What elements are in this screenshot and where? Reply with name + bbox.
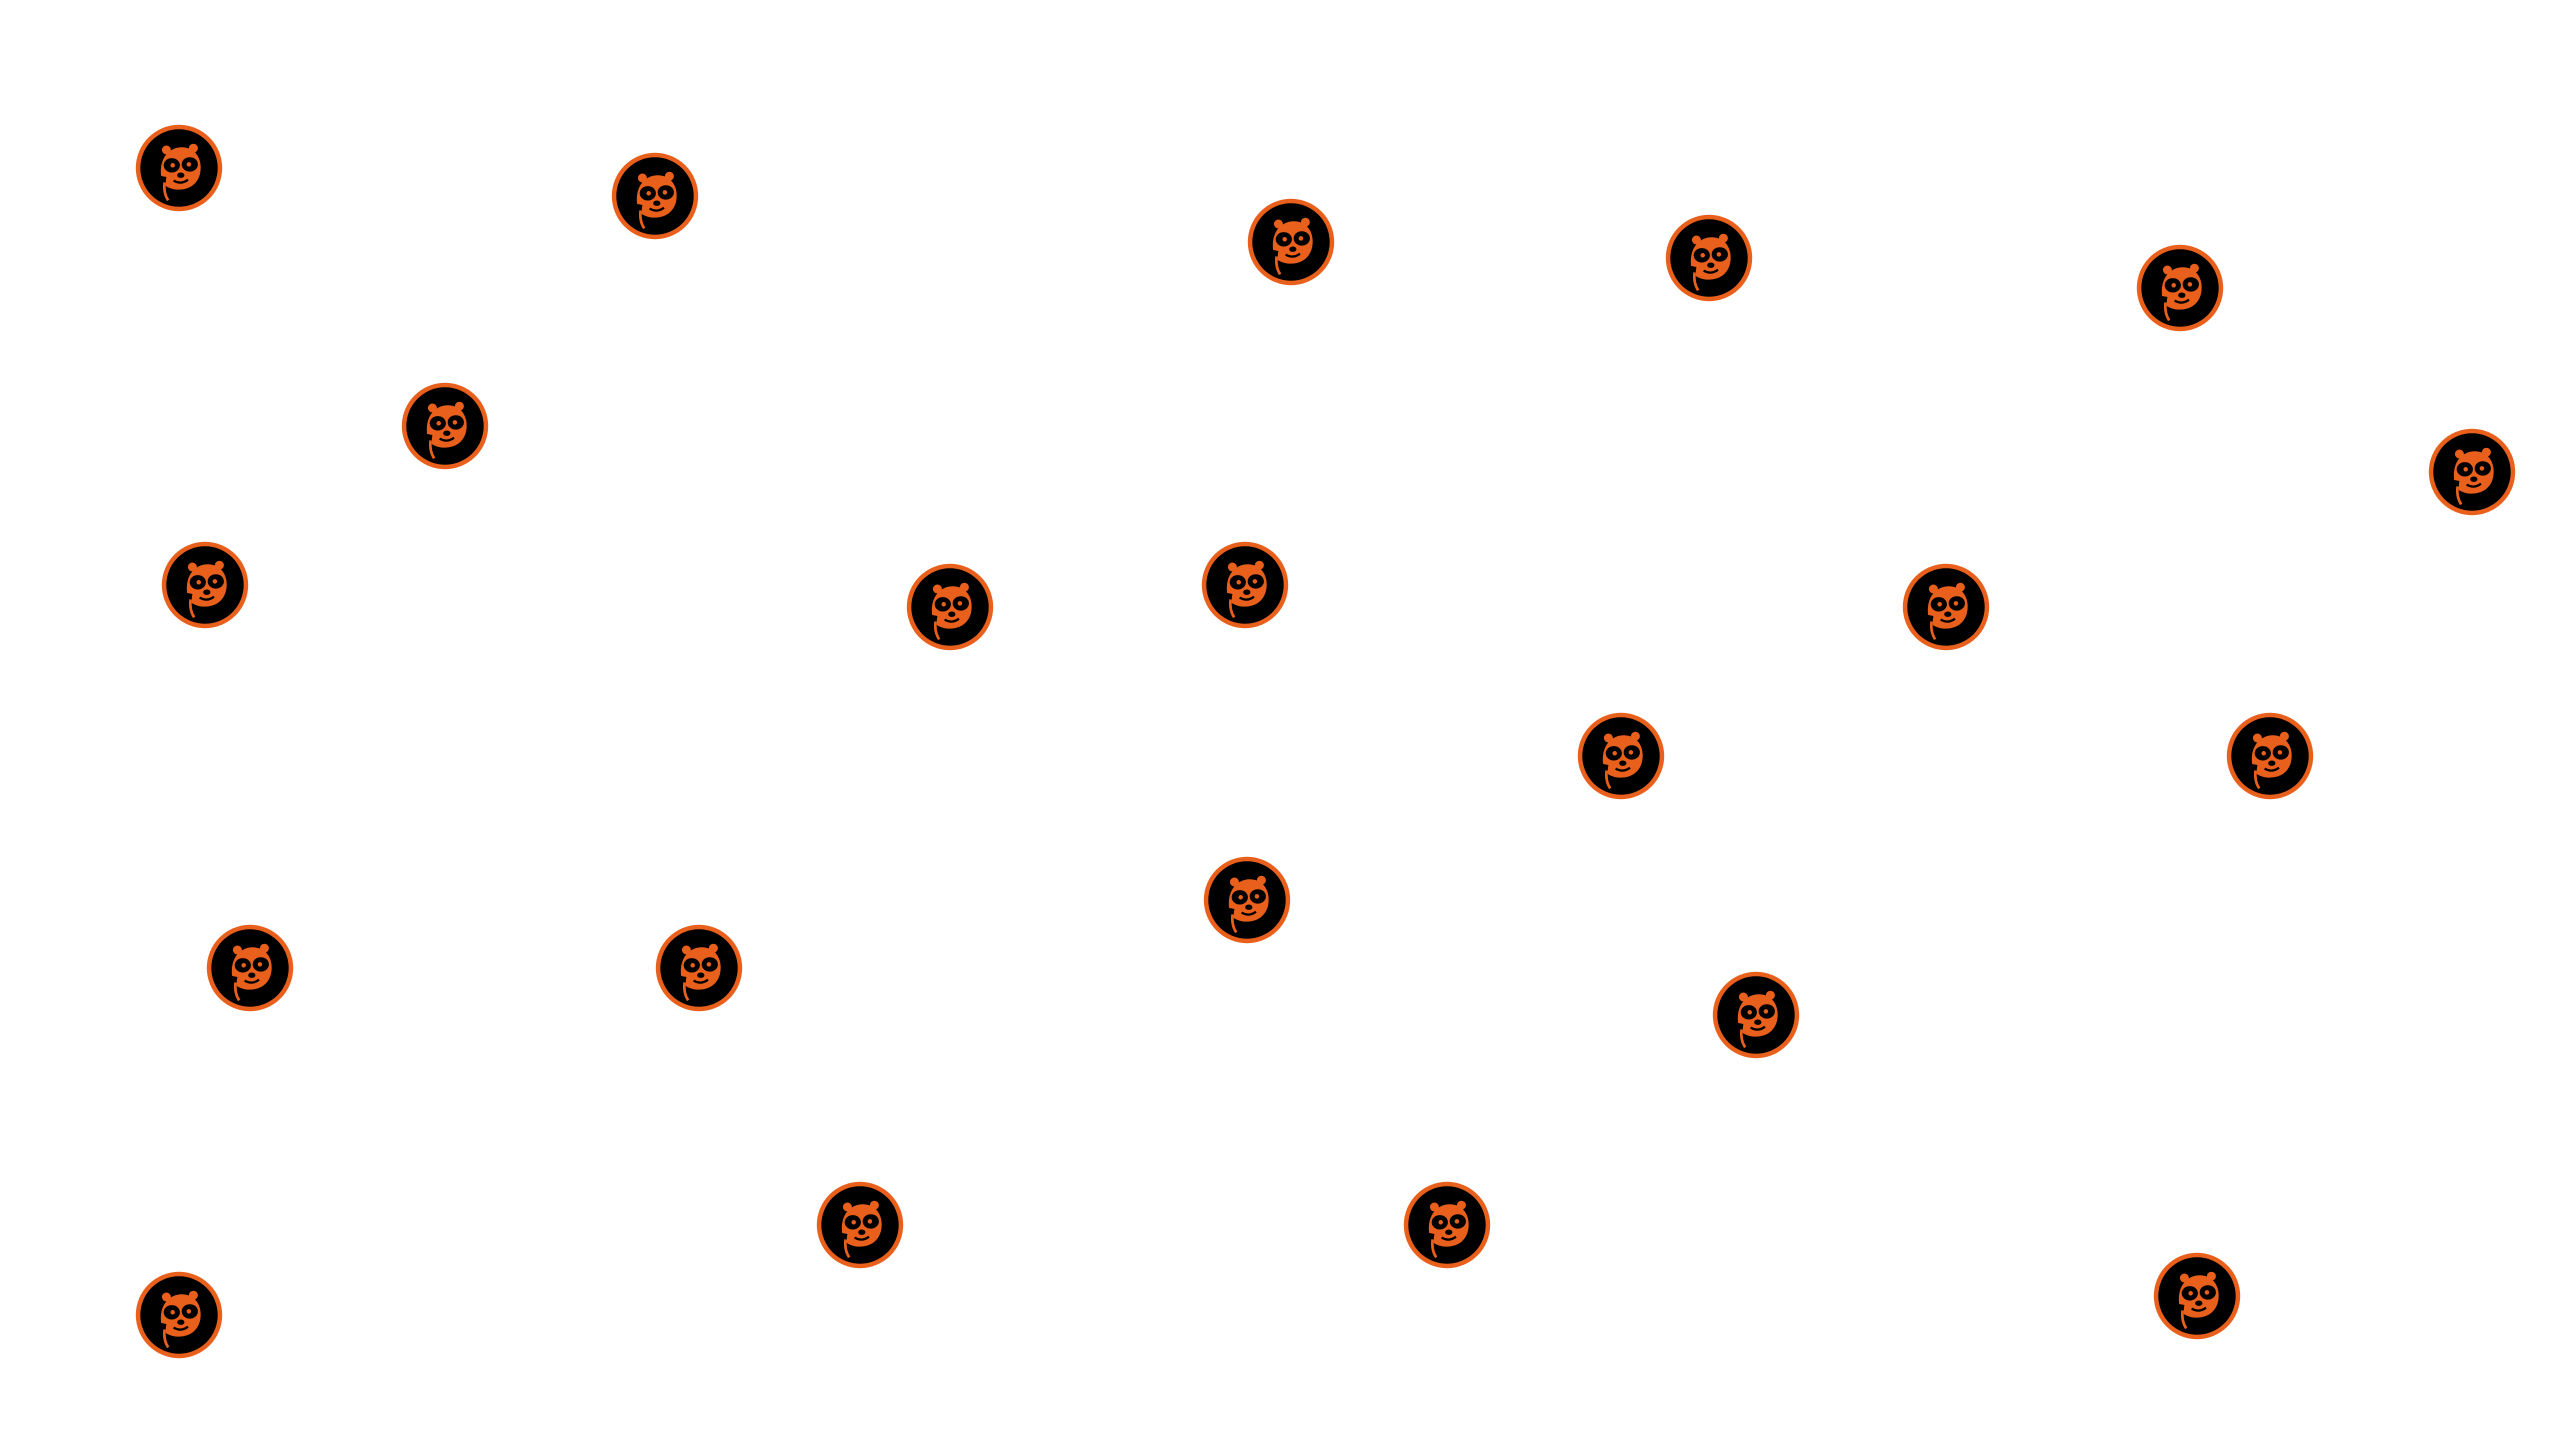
panda-avatar-icon[interactable] (654, 923, 744, 1013)
panda-avatar-icon[interactable] (134, 1270, 224, 1360)
panda-avatar-icon[interactable] (134, 123, 224, 213)
panda-avatar-icon[interactable] (610, 151, 700, 241)
panda-avatar-icon[interactable] (1402, 1180, 1492, 1270)
panda-avatar-icon[interactable] (1576, 711, 1666, 801)
panda-avatar-icon[interactable] (2152, 1251, 2242, 1341)
panda-avatar-icon[interactable] (400, 381, 490, 471)
panda-avatar-icon[interactable] (1711, 970, 1801, 1060)
panda-avatar-icon[interactable] (2135, 243, 2225, 333)
panda-avatar-icon[interactable] (2427, 427, 2517, 517)
panda-avatar-icon[interactable] (2225, 711, 2315, 801)
panda-avatar-icon[interactable] (1200, 540, 1290, 630)
panda-avatar-icon[interactable] (1901, 562, 1991, 652)
panda-avatar-icon[interactable] (205, 923, 295, 1013)
panda-avatar-icon[interactable] (1202, 855, 1292, 945)
panda-avatar-icon[interactable] (815, 1180, 905, 1270)
panda-avatar-icon[interactable] (160, 540, 250, 630)
panda-avatar-icon[interactable] (1664, 213, 1754, 303)
panda-avatar-icon[interactable] (905, 562, 995, 652)
panda-avatar-icon[interactable] (1246, 197, 1336, 287)
